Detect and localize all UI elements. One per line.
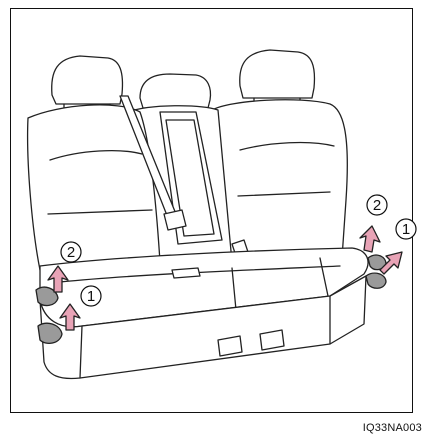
right-seatback	[212, 100, 347, 262]
right-upper-arrow	[360, 226, 380, 252]
svg-text:2: 2	[67, 244, 75, 261]
svg-text:2: 2	[373, 197, 381, 214]
marker-left-upper: 2	[61, 242, 81, 262]
svg-text:1: 1	[402, 221, 410, 238]
marker-right-lower: 1	[396, 219, 416, 239]
marker-right-upper: 2	[367, 195, 387, 215]
image-code-label: IQ33NA003	[363, 422, 422, 434]
svg-text:1: 1	[87, 288, 95, 305]
marker-left-lower: 1	[81, 286, 101, 306]
